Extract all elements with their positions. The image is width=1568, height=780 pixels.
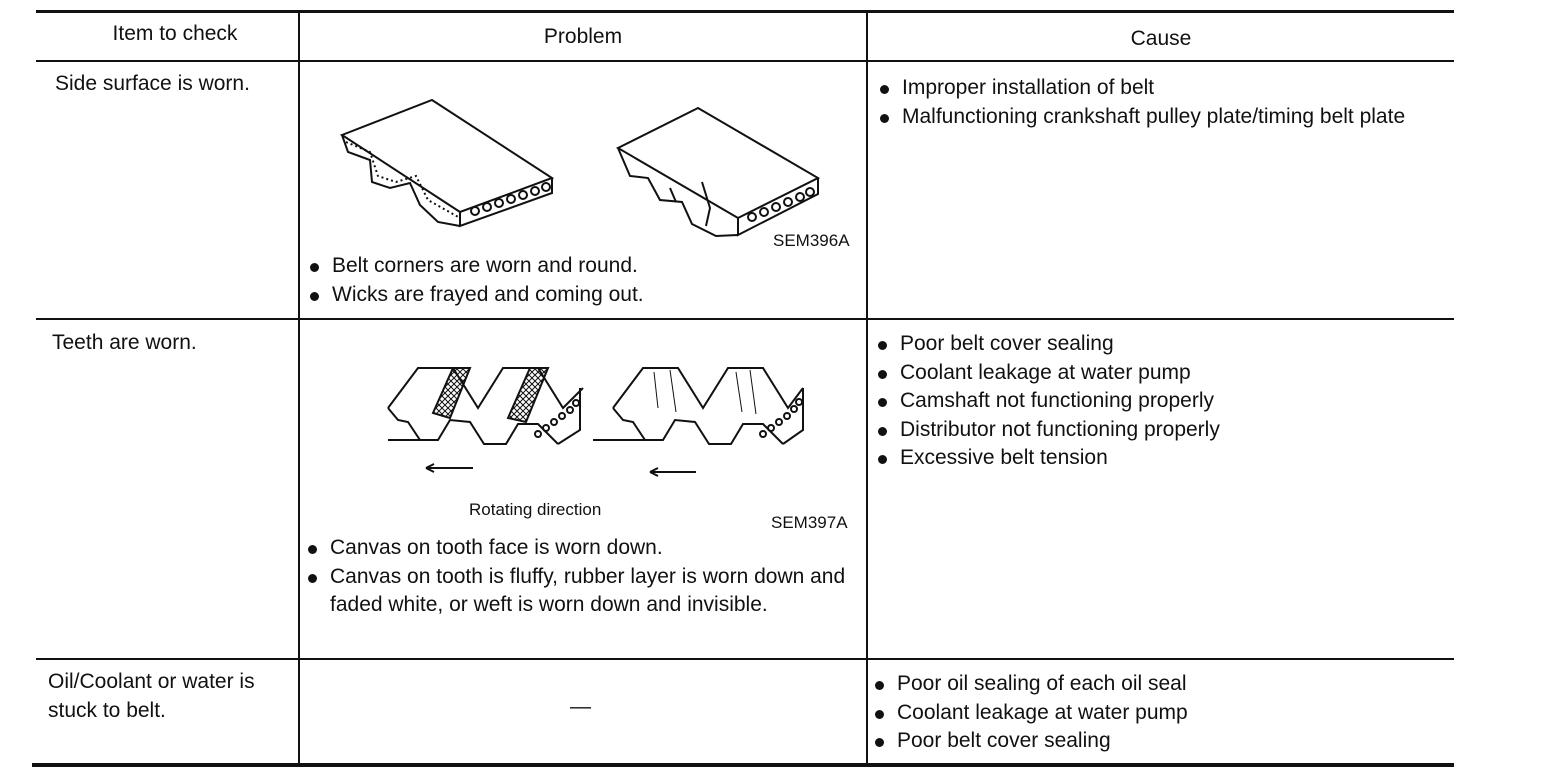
list-item: Poor belt cover sealing bbox=[874, 330, 1434, 359]
list-item: Belt corners are worn and round. bbox=[306, 252, 856, 281]
worn-teeth-right-drawing bbox=[593, 367, 804, 477]
list-item: Excessive belt tension bbox=[874, 444, 1434, 473]
row2-cause-list: Poor belt cover sealing Coolant leakage … bbox=[874, 330, 1434, 473]
list-item: Canvas on tooth face is worn down. bbox=[304, 534, 854, 563]
list-item: Poor oil sealing of each oil seal bbox=[871, 670, 1431, 699]
row1-problem-list: Belt corners are worn and round. Wicks a… bbox=[306, 252, 856, 309]
worn-teeth-left-drawing bbox=[387, 367, 584, 473]
list-item: Coolant leakage at water pump bbox=[871, 699, 1431, 728]
list-item: Wicks are frayed and coming out. bbox=[306, 281, 856, 310]
row3-item-line1: Oil/Coolant or water is bbox=[48, 670, 255, 693]
list-item: Canvas on tooth is fluffy, rubber layer … bbox=[304, 563, 854, 620]
table-bottom-rule bbox=[32, 763, 1454, 767]
list-item: Camshaft not functioning properly bbox=[874, 387, 1434, 416]
row3-problem-placeholder: — bbox=[570, 695, 591, 718]
row3-cause-list: Poor oil sealing of each oil seal Coolan… bbox=[871, 670, 1431, 756]
row2-problem-list: Canvas on tooth face is worn down. Canva… bbox=[304, 534, 854, 620]
header-item-to-check: Item to check bbox=[112, 22, 238, 45]
column-divider-1 bbox=[298, 12, 300, 765]
list-item: Improper installation of belt bbox=[876, 74, 1436, 103]
list-item: Coolant leakage at water pump bbox=[874, 359, 1434, 388]
teeth-worn-figure bbox=[387, 367, 804, 477]
frayed-belt-right-drawing bbox=[615, 106, 821, 238]
side-surface-worn-figure bbox=[339, 98, 821, 238]
list-item: Malfunctioning crankshaft pulley plate/t… bbox=[876, 103, 1422, 132]
worn-belt-left-drawing bbox=[339, 98, 555, 228]
row1-bottom-rule bbox=[36, 318, 1454, 320]
row2-item: Teeth are worn. bbox=[52, 331, 197, 354]
table-top-rule bbox=[36, 10, 1454, 13]
header-bottom-rule bbox=[36, 60, 1454, 62]
row2-figure-code: SEM397A bbox=[771, 513, 848, 532]
row3-item-line2: stuck to belt. bbox=[48, 699, 166, 722]
row2-bottom-rule bbox=[36, 658, 1454, 660]
row2-figure-caption: Rotating direction bbox=[469, 500, 602, 519]
column-divider-2 bbox=[866, 12, 868, 765]
header-problem: Problem bbox=[543, 25, 623, 48]
list-item: Poor belt cover sealing bbox=[871, 727, 1431, 756]
row1-item: Side surface is worn. bbox=[55, 72, 250, 95]
header-cause: Cause bbox=[1130, 27, 1192, 50]
list-item: Distributor not functioning properly bbox=[874, 416, 1434, 445]
row1-cause-list: Improper installation of belt Malfunctio… bbox=[876, 74, 1436, 131]
row1-figure-code: SEM396A bbox=[773, 231, 850, 250]
